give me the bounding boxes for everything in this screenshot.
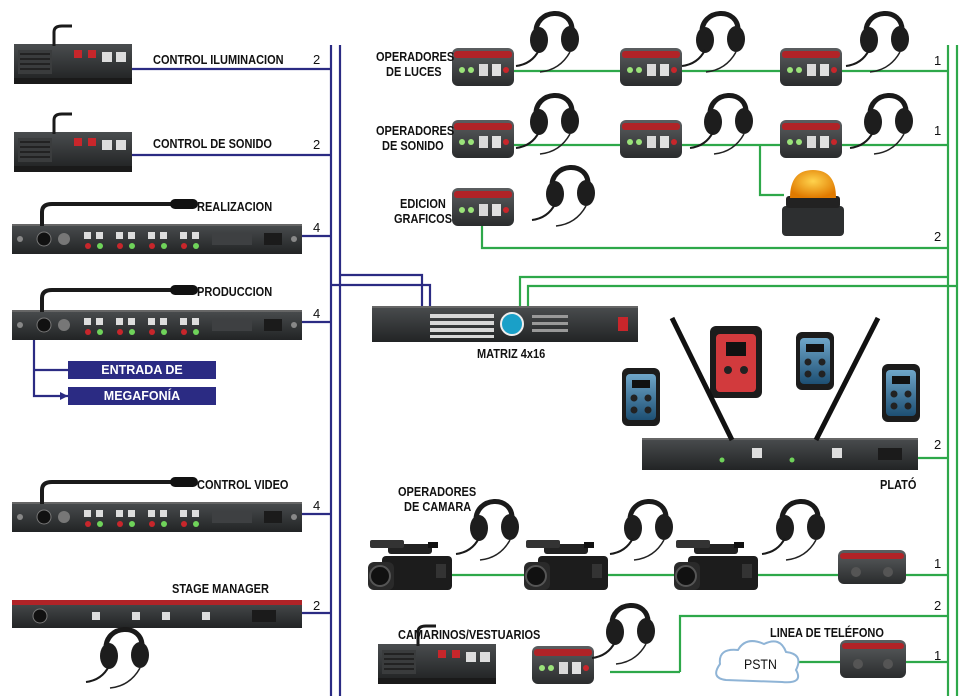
count-control-iluminacion: 2 <box>313 52 321 67</box>
count-control-video: 4 <box>313 498 321 513</box>
beacon-light <box>782 170 844 236</box>
label-linea-telefono: LINEA DE TELÉFONO <box>770 626 884 640</box>
operadores-sonido-beltpacks <box>452 95 913 158</box>
wireless-packs <box>622 326 920 426</box>
tag-entrada-programa: ENTRADA DE PROGRAMA <box>68 361 216 395</box>
count-plato: 2 <box>934 437 942 452</box>
label-operadores-luces-line1: OPERADORES <box>376 50 455 64</box>
count-stage-manager: 2 <box>313 598 321 613</box>
control-iluminacion-station <box>12 24 134 86</box>
telephone-interface <box>840 640 906 678</box>
blue-bus <box>32 45 432 696</box>
label-edicion-graficos-line1: EDICION <box>400 197 446 211</box>
label-control-iluminacion: CONTROL ILUMINACION <box>153 53 284 67</box>
count-linea-telefono: 1 <box>934 648 942 663</box>
label-operadores-sonido-line2: DE SONIDO <box>382 139 444 153</box>
label-realizacion: REALIZACION <box>197 200 273 214</box>
realizacion-rack <box>11 199 303 255</box>
count-operadores-luces: 1 <box>934 53 942 68</box>
camera-interface <box>838 550 906 584</box>
label-operadores-camara-line2: DE CAMARA <box>404 500 472 514</box>
green-bus <box>420 45 959 696</box>
plato-base-station <box>642 316 918 470</box>
label-control-video: CONTROL VIDEO <box>197 478 289 492</box>
label-camarinos: CAMARINOS/VESTUARIOS <box>398 628 541 642</box>
control-sonido-station <box>12 112 134 174</box>
count-edicion-graficos: 2 <box>934 229 942 244</box>
produccion-rack <box>11 285 303 341</box>
label-produccion: PRODUCCION <box>197 285 273 299</box>
control-video-rack <box>11 477 303 533</box>
count-control-sonido: 2 <box>313 137 321 152</box>
label-operadores-sonido-line1: OPERADORES <box>376 124 455 138</box>
label-control-sonido: CONTROL DE SONIDO <box>153 137 272 151</box>
label-operadores-camara-line1: OPERADORES <box>398 485 477 499</box>
count-realizacion: 4 <box>313 220 321 235</box>
stage-manager-rack <box>12 600 302 628</box>
matriz-4x16 <box>372 306 638 342</box>
operadores-luces-beltpacks <box>452 13 909 86</box>
edicion-graficos-beltpack <box>452 167 595 226</box>
label-stage-manager: STAGE MANAGER <box>172 582 269 596</box>
count-camarinos: 2 <box>934 598 942 613</box>
tag-megafonia: MEGAFONÍA <box>68 387 216 405</box>
count-operadores-sonido: 1 <box>934 123 942 138</box>
label-edicion-graficos-line2: GRAFICOS <box>394 212 453 226</box>
count-operadores-camara: 1 <box>934 556 942 571</box>
count-produccion: 4 <box>313 306 321 321</box>
label-matriz: MATRIZ 4x16 <box>477 347 546 361</box>
label-plato: PLATÓ <box>880 478 917 492</box>
stage-manager-headset <box>86 629 149 688</box>
pstn-cloud <box>715 640 800 684</box>
label-pstn: PSTN <box>744 656 777 672</box>
label-operadores-luces-line2: DE LUCES <box>386 65 442 79</box>
